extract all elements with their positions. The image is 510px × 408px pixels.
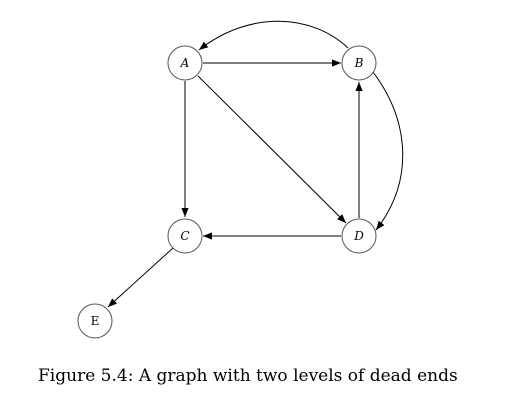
- edge-c-to-e: [107, 247, 174, 308]
- node-label-a: A: [180, 56, 190, 70]
- graph-node-c: C: [167, 218, 203, 254]
- edge-a-to-d: [197, 75, 347, 224]
- edges: [107, 20, 404, 308]
- figure-caption: Figure 5.4: A graph with two levels of d…: [38, 366, 458, 386]
- node-circle: [77, 303, 113, 339]
- node-circle: [341, 45, 377, 81]
- graph-node-e: E: [77, 303, 113, 339]
- graph-node-d: D: [341, 218, 377, 254]
- node-label-e: E: [91, 314, 100, 328]
- node-label-c: C: [180, 229, 189, 243]
- node-circle: [167, 45, 203, 81]
- graph-node-a: A: [167, 45, 203, 81]
- edge-b-to-a: [198, 20, 349, 51]
- graph-node-b: B: [341, 45, 377, 81]
- node-label-d: D: [353, 229, 364, 243]
- node-circle: [341, 218, 377, 254]
- edge-b-to-d: [372, 71, 404, 231]
- node-circle: [167, 218, 203, 254]
- node-label-b: B: [354, 56, 364, 70]
